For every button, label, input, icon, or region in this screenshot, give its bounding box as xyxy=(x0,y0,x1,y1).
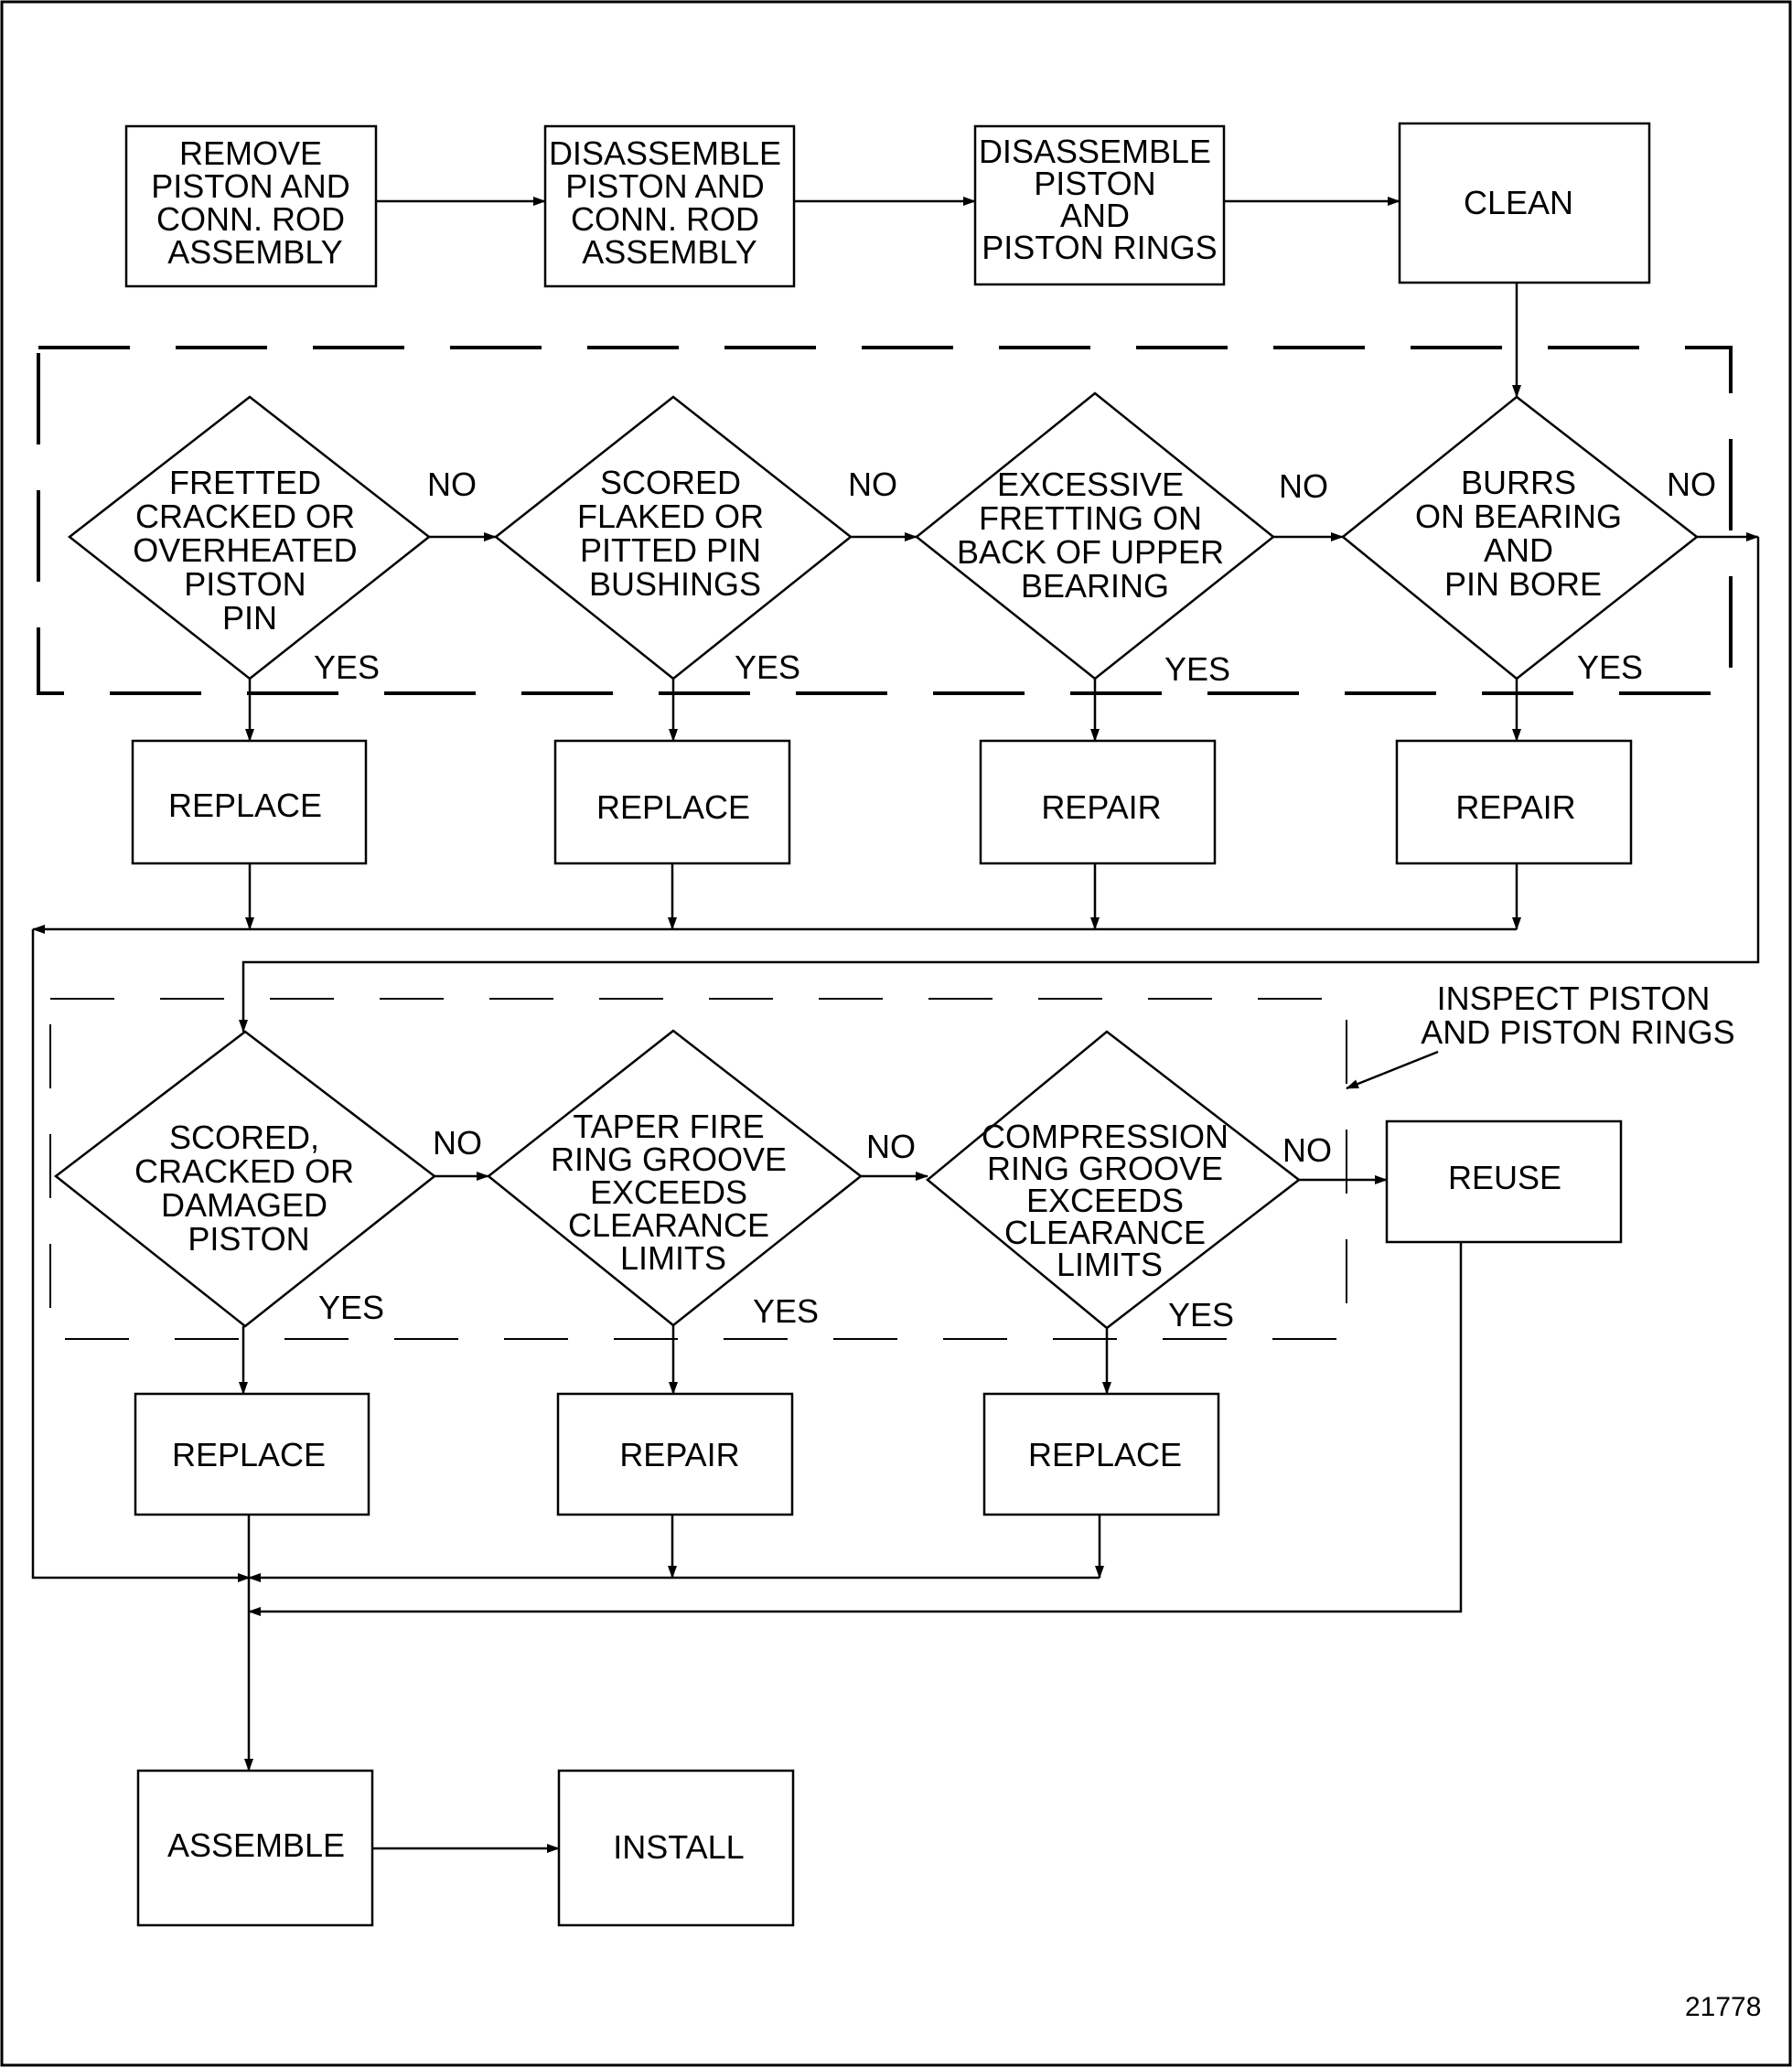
step-install-label: INSTALL xyxy=(613,1828,744,1866)
decision-excessive-fretting: EXCESSIVE FRETTING ON BACK OF UPPER BEAR… xyxy=(914,391,1276,680)
step-disassemble-rings-label: DISASSEMBLE PISTON AND PISTON RINGS xyxy=(979,133,1220,266)
return-line-left xyxy=(31,929,251,1582)
yes-label-5: YES xyxy=(318,1289,384,1326)
action-repair-3: REPAIR xyxy=(979,739,1217,865)
inspect-note-pointer xyxy=(1346,1050,1439,1090)
yes-label-7: YES xyxy=(1168,1296,1234,1333)
step-remove-label: REMOVE PISTON AND CONN. ROD ASSEMBLY xyxy=(151,134,359,271)
no-label-7: NO xyxy=(1282,1131,1332,1169)
decision-damaged-piston-label: SCORED, CRACKED OR DAMAGED PISTON xyxy=(134,1119,363,1258)
action-repair-4-label: REPAIR xyxy=(1455,788,1575,826)
bypass-to-piston-inspection xyxy=(239,537,1760,1033)
action-replace-7-label: REPLACE xyxy=(1028,1436,1182,1473)
decision-fire-ring-groove-label: TAPER FIRE RING GROOVE EXCEEDS CLEARANCE… xyxy=(551,1108,796,1277)
action-replace-2: REPLACE xyxy=(553,739,791,865)
yes-label-4: YES xyxy=(1577,648,1643,686)
no-label-4: NO xyxy=(1667,466,1716,503)
action-repair-6-label: REPAIR xyxy=(619,1436,739,1473)
decision-excessive-fretting-label: EXCESSIVE FRETTING ON BACK OF UPPER BEAR… xyxy=(957,466,1233,605)
decision-fretted-pin-label: FRETTED CRACKED OR OVERHEATED PISTON PIN xyxy=(133,464,366,637)
step-disassemble-rod-label: DISASSEMBLE PISTON AND CONN. ROD ASSEMBL… xyxy=(549,134,790,271)
no-label-1: NO xyxy=(427,466,477,503)
figure-number: 21778 xyxy=(1685,1992,1761,2022)
action-repair-3-label: REPAIR xyxy=(1041,788,1161,826)
decision-scored-bushings: SCORED FLAKED OR PITTED PIN BUSHINGS xyxy=(493,395,853,680)
step-assemble: ASSEMBLE xyxy=(136,1769,374,1927)
action-replace-5-label: REPLACE xyxy=(172,1436,326,1473)
step-disassemble-rings: DISASSEMBLE PISTON AND PISTON RINGS xyxy=(973,124,1226,286)
step-clean: CLEAN xyxy=(1398,122,1651,284)
inspect-rod-group-frame xyxy=(37,346,1733,695)
step-assemble-label: ASSEMBLE xyxy=(167,1826,345,1864)
decision-compression-ring-groove: COMPRESSION RING GROOVE EXCEEDS CLEARANC… xyxy=(926,1030,1302,1330)
action-replace-1: REPLACE xyxy=(131,739,368,865)
step-reuse: REUSE xyxy=(1385,1119,1623,1244)
step-clean-label: CLEAN xyxy=(1464,184,1573,221)
action-replace-1-label: REPLACE xyxy=(168,787,322,824)
yes-label-6: YES xyxy=(753,1292,819,1330)
decision-compression-ring-groove-label: COMPRESSION RING GROOVE EXCEEDS CLEARANC… xyxy=(982,1118,1238,1283)
inspect-piston-group-frame xyxy=(49,998,1347,1340)
action-replace-5: REPLACE xyxy=(134,1392,370,1516)
yes-label-2: YES xyxy=(735,648,800,686)
decision-scored-bushings-label: SCORED FLAKED OR PITTED PIN BUSHINGS xyxy=(577,464,773,603)
yes-label-1: YES xyxy=(314,648,380,686)
step-remove: REMOVE PISTON AND CONN. ROD ASSEMBLY xyxy=(124,124,378,288)
yes-label-3: YES xyxy=(1164,650,1230,688)
step-reuse-label: REUSE xyxy=(1448,1159,1561,1196)
inspect-note: INSPECT PISTON AND PISTON RINGS xyxy=(1421,980,1734,1051)
decision-fire-ring-groove: TAPER FIRE RING GROOVE EXCEEDS CLEARANCE… xyxy=(486,1029,864,1327)
step-install: INSTALL xyxy=(557,1769,795,1927)
decision-burrs-label: BURRS ON BEARING AND PIN BORE xyxy=(1415,464,1631,603)
step-disassemble-rod: DISASSEMBLE PISTON AND CONN. ROD ASSEMBL… xyxy=(543,124,796,288)
decision-burrs: BURRS ON BEARING AND PIN BORE xyxy=(1341,395,1700,680)
action-repair-6: REPAIR xyxy=(556,1392,794,1516)
decision-fretted-pin: FRETTED CRACKED OR OVERHEATED PISTON PIN xyxy=(67,395,432,680)
no-label-5: NO xyxy=(433,1124,482,1162)
no-label-6: NO xyxy=(866,1128,916,1165)
action-replace-2-label: REPLACE xyxy=(596,788,750,826)
no-label-3: NO xyxy=(1279,467,1328,505)
action-replace-7: REPLACE xyxy=(982,1392,1220,1516)
no-label-2: NO xyxy=(848,466,897,503)
reuse-return-line xyxy=(248,1242,1463,1616)
decision-damaged-piston: SCORED, CRACKED OR DAMAGED PISTON xyxy=(53,1030,437,1328)
action-repair-4: REPAIR xyxy=(1395,739,1633,865)
